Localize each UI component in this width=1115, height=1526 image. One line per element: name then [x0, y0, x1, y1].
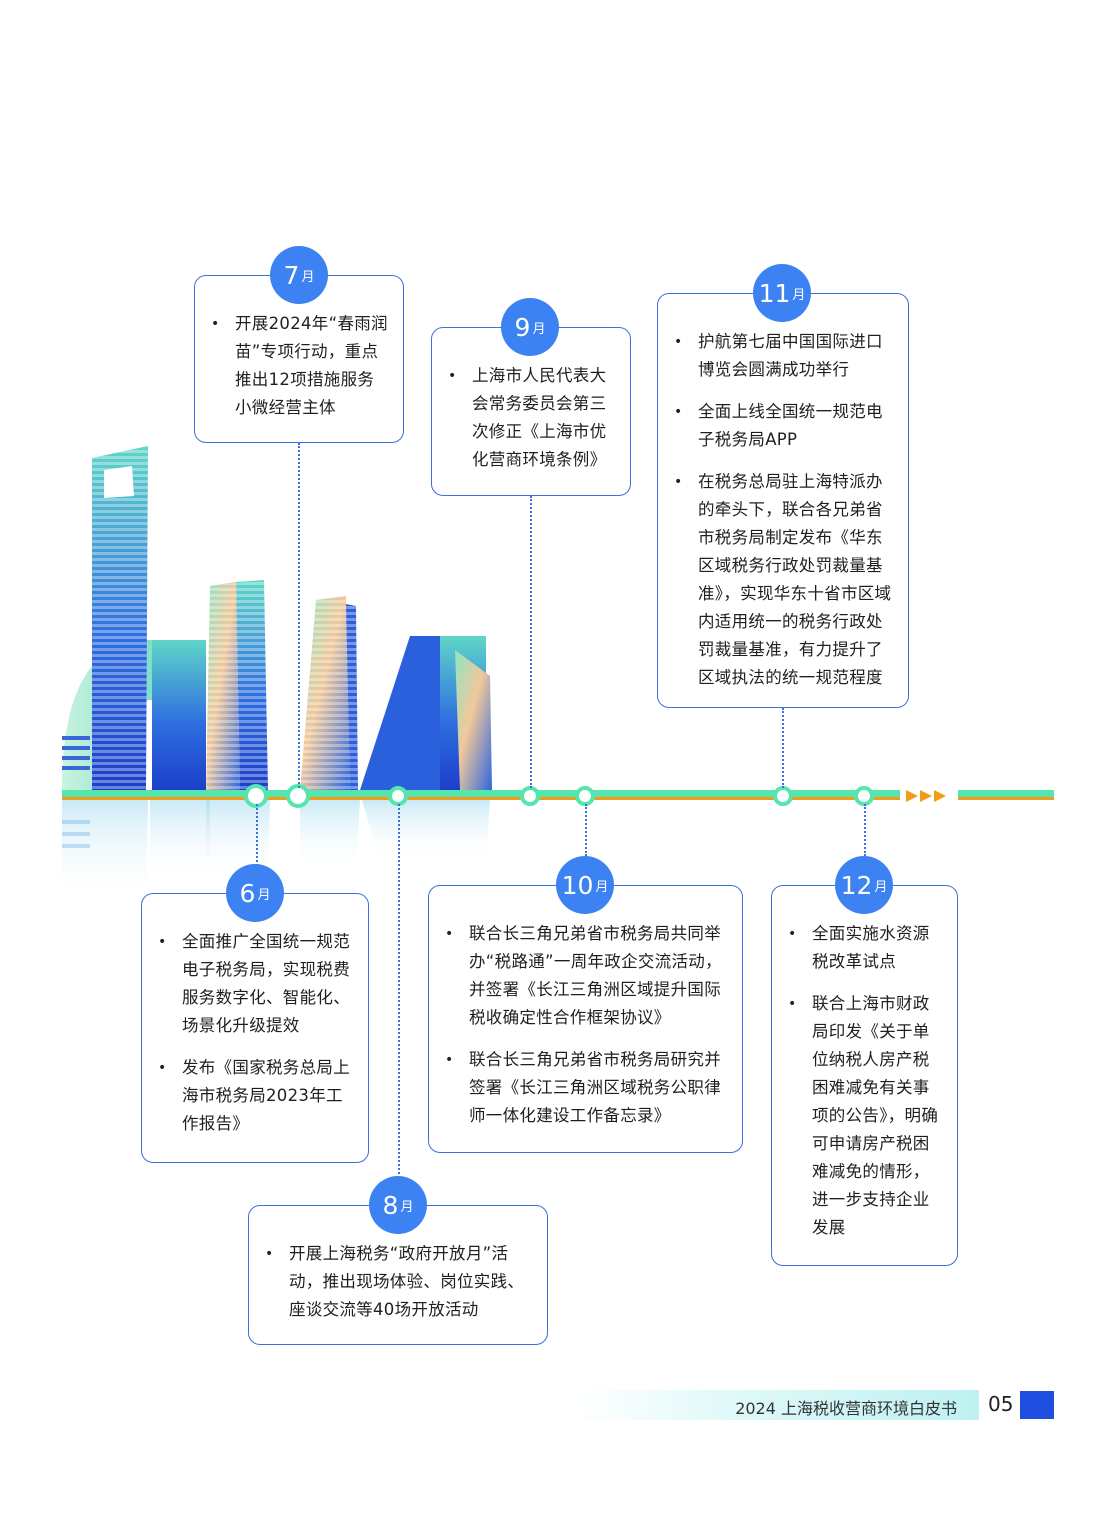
- list-item: 全面实施水资源税改革试点: [772, 920, 957, 976]
- card-december-list: 全面实施水资源税改革试点 联合上海市财政局印发《关于单位纳税人房产税困难减免有关…: [772, 920, 957, 1242]
- card-october-list: 联合长三角兄弟省市税务局共同举办“税路通”一周年政企交流活动，并签署《长江三角洲…: [429, 920, 742, 1130]
- connector-11: [782, 708, 784, 788]
- card-november: 护航第七届中国国际进口博览会圆满成功举行 全面上线全国统一规范电子税务局APP …: [657, 293, 909, 708]
- list-item: 开展上海税务“政府开放月”活动，推出现场体验、岗位实践、座谈交流等40场开放活动: [249, 1240, 547, 1324]
- card-october: 联合长三角兄弟省市税务局共同举办“税路通”一周年政企交流活动，并签署《长江三角洲…: [428, 885, 743, 1153]
- card-september: 上海市人民代表大会常务委员会第三次修正《上海市优化营商环境条例》: [431, 327, 631, 496]
- list-item: 全面推广全国统一规范电子税务局，实现税费服务数字化、智能化、场景化升级提效: [142, 928, 368, 1040]
- page-number: 05: [988, 1392, 1014, 1416]
- skyline-reflection: [62, 800, 490, 900]
- connector-12: [864, 804, 866, 856]
- letter-a-slant: [360, 636, 440, 790]
- timeline-green-line: [62, 790, 900, 800]
- towers: [62, 446, 358, 790]
- list-item: 联合长三角兄弟省市税务局共同举办“税路通”一周年政企交流活动，并签署《长江三角洲…: [429, 920, 742, 1032]
- card-july-list: 开展2024年“春雨润苗”专项行动，重点推出12项措施服务小微经营主体: [195, 310, 403, 422]
- letter-i-shape: [455, 650, 492, 790]
- card-june-list: 全面推广全国统一规范电子税务局，实现税费服务数字化、智能化、场景化升级提效 发布…: [142, 928, 368, 1138]
- connector-7: [298, 443, 300, 788]
- connector-10: [585, 804, 587, 856]
- list-item: 联合长三角兄弟省市税务局研究并签署《长江三角洲区域税务公职律师一体化建设工作备忘…: [429, 1046, 742, 1130]
- list-item: 护航第七届中国国际进口博览会圆满成功举行: [658, 328, 908, 384]
- triple-arrow-right-icon: [906, 790, 946, 802]
- list-item: 发布《国家税务总局上海市税务局2023年工作报告》: [142, 1054, 368, 1138]
- connector-9: [530, 496, 532, 788]
- tower-window: [104, 466, 134, 498]
- timeline-node-9: [520, 786, 540, 806]
- timeline-node-7: [286, 784, 310, 808]
- footer-gradient-bar: [575, 1390, 979, 1420]
- card-november-list: 护航第七届中国国际进口博览会圆满成功举行 全面上线全国统一规范电子税务局APP …: [658, 328, 908, 692]
- timeline-orange-line: [62, 797, 900, 800]
- timeline-node-8: [388, 786, 408, 806]
- card-august-list: 开展上海税务“政府开放月”活动，推出现场体验、岗位实践、座谈交流等40场开放活动: [249, 1240, 547, 1324]
- footer-title: 2024 上海税收营商环境白皮书: [735, 1399, 957, 1418]
- connector-8: [398, 804, 400, 1174]
- small-building-pattern: [62, 736, 90, 770]
- timeline-node-12: [854, 786, 874, 806]
- list-item: 上海市人民代表大会常务委员会第三次修正《上海市优化营商环境条例》: [432, 362, 630, 474]
- card-september-list: 上海市人民代表大会常务委员会第三次修正《上海市优化营商环境条例》: [432, 362, 630, 474]
- letters-g-h-a-i: [62, 636, 492, 790]
- letter-h-left: [152, 640, 206, 790]
- list-item: 联合上海市财政局印发《关于单位纳税人房产税困难减免有关事项的公告》，明确可申请房…: [772, 990, 957, 1242]
- list-item: 开展2024年“春雨润苗”专项行动，重点推出12项措施服务小微经营主体: [195, 310, 403, 422]
- card-june: 全面推广全国统一规范电子税务局，实现税费服务数字化、智能化、场景化升级提效 发布…: [141, 893, 369, 1163]
- list-item: 全面上线全国统一规范电子税务局APP: [658, 398, 908, 454]
- timeline-node-11: [773, 786, 793, 806]
- timeline-node-10: [575, 786, 595, 806]
- connector-6: [256, 804, 258, 874]
- page-marker-square: [1020, 1391, 1054, 1419]
- card-december: 全面实施水资源税改革试点 联合上海市财政局印发《关于单位纳税人房产税困难减免有关…: [771, 885, 958, 1266]
- timeline-node-6: [244, 784, 268, 808]
- list-item: 在税务总局驻上海特派办的牵头下，联合各兄弟省市税务局制定发布《华东区域税务行政处…: [658, 468, 908, 692]
